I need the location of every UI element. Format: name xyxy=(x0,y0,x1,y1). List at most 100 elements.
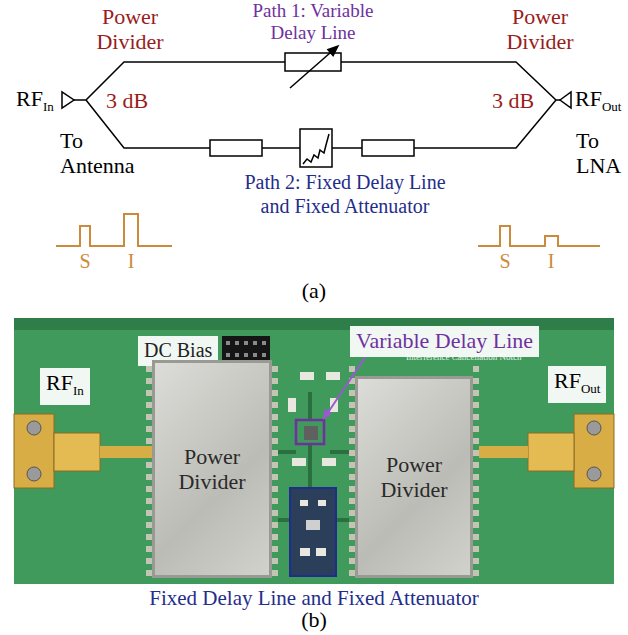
smd-part xyxy=(306,520,320,530)
solder-pad xyxy=(473,390,479,396)
solder-pad xyxy=(473,402,479,408)
pcb xyxy=(14,318,614,584)
port-note: To LNA xyxy=(576,128,626,178)
solder-pad xyxy=(272,510,278,516)
solder-pad xyxy=(272,486,278,492)
header-pin xyxy=(226,353,230,357)
solder-pad xyxy=(473,534,479,540)
smd-part xyxy=(326,372,340,380)
solder-pad xyxy=(272,402,278,408)
port-name: RF xyxy=(16,86,43,111)
port-name: RF xyxy=(46,370,73,395)
solder-pad xyxy=(272,378,278,384)
screw xyxy=(27,421,41,435)
port-subscript: Out xyxy=(581,381,601,396)
sma-pin xyxy=(100,446,152,458)
divider-can: Power Divider xyxy=(152,360,272,578)
sma-body xyxy=(54,433,100,471)
arrow-head xyxy=(323,409,332,421)
resistor-symbol xyxy=(303,134,329,164)
path-title: Path 1: Variable Delay Line xyxy=(238,0,388,44)
port-label: RFIn xyxy=(16,86,54,119)
node-text: DC Bias xyxy=(144,339,212,361)
variable-delay-marker xyxy=(296,420,324,444)
variable-arrow xyxy=(290,50,334,89)
delay-chip xyxy=(304,426,318,440)
solder-pad xyxy=(272,366,278,372)
sma-flange xyxy=(14,414,54,488)
sma-pin xyxy=(479,446,528,458)
port-label-box: RFIn xyxy=(40,368,90,405)
solder-pad xyxy=(349,366,355,372)
port-label-box: RFOut xyxy=(548,366,606,403)
solder-pad xyxy=(473,498,479,504)
solder-pad xyxy=(272,414,278,420)
smd-part xyxy=(300,500,308,506)
solder-pad xyxy=(272,474,278,480)
pulse-label: S xyxy=(495,250,515,272)
solder-pad xyxy=(272,558,278,564)
port-symbol xyxy=(560,92,571,108)
screw xyxy=(587,467,601,481)
node-text: Power Divider xyxy=(362,452,466,502)
solder-pad xyxy=(272,390,278,396)
screw xyxy=(27,467,41,481)
divider-label: Power Divider xyxy=(84,4,176,54)
sma-flange xyxy=(574,414,614,488)
header-pin xyxy=(262,353,266,357)
header-pin xyxy=(262,341,266,345)
split-ratio: 3 dB xyxy=(106,88,166,113)
header-pin xyxy=(235,353,239,357)
schematic xyxy=(62,46,571,167)
node-text: Variable Delay Line xyxy=(356,328,533,353)
solder-pad xyxy=(272,546,278,552)
header-pin xyxy=(253,341,257,345)
panel-label: (b) xyxy=(284,608,344,632)
solder-pad xyxy=(272,522,278,528)
solder-pad xyxy=(473,558,479,564)
solder-pad xyxy=(473,438,479,444)
solder-pad xyxy=(272,450,278,456)
header-pin xyxy=(244,353,248,357)
board-photo xyxy=(14,318,614,584)
solder-pad xyxy=(473,378,479,384)
solder-pad xyxy=(473,474,479,480)
port-label: RFOut xyxy=(575,86,621,119)
smd-part xyxy=(318,500,326,506)
pulse-label: S xyxy=(75,250,95,272)
solder-pad xyxy=(473,546,479,552)
smd-part xyxy=(316,548,326,556)
input-pulses xyxy=(56,214,172,246)
solder-pad xyxy=(473,510,479,516)
divider-label: Power Divider xyxy=(494,4,586,54)
pulse-label: I xyxy=(121,250,141,272)
smd-part xyxy=(292,458,306,466)
port-name: RF xyxy=(575,86,602,111)
output-pulses xyxy=(478,226,600,246)
header-pin xyxy=(226,341,230,345)
smd-part xyxy=(300,548,310,556)
port-note: To Antenna xyxy=(60,128,142,178)
port-name: RF xyxy=(554,368,581,393)
arrow-head xyxy=(328,46,338,56)
solder-pad xyxy=(473,486,479,492)
solder-pad xyxy=(272,426,278,432)
sma-body xyxy=(528,433,574,471)
smd-part xyxy=(300,372,314,380)
delay-label-box: Variable Delay Line xyxy=(350,326,539,357)
smd-part xyxy=(322,458,336,466)
path-title: Path 2: Fixed Delay Line and Fixed Atten… xyxy=(234,170,456,218)
port-subscript: In xyxy=(73,383,84,398)
solder-pad xyxy=(473,414,479,420)
fixed-path-marker xyxy=(290,488,336,576)
solder-pad xyxy=(473,462,479,468)
header-pin xyxy=(244,341,248,345)
solder-pad xyxy=(473,450,479,456)
solder-pad xyxy=(473,366,479,372)
pulse-label: I xyxy=(541,250,561,272)
fixed-delay-symbol xyxy=(210,140,262,156)
solder-pad xyxy=(272,498,278,504)
divider-can: Power Divider xyxy=(355,376,473,578)
solder-pad xyxy=(473,522,479,528)
